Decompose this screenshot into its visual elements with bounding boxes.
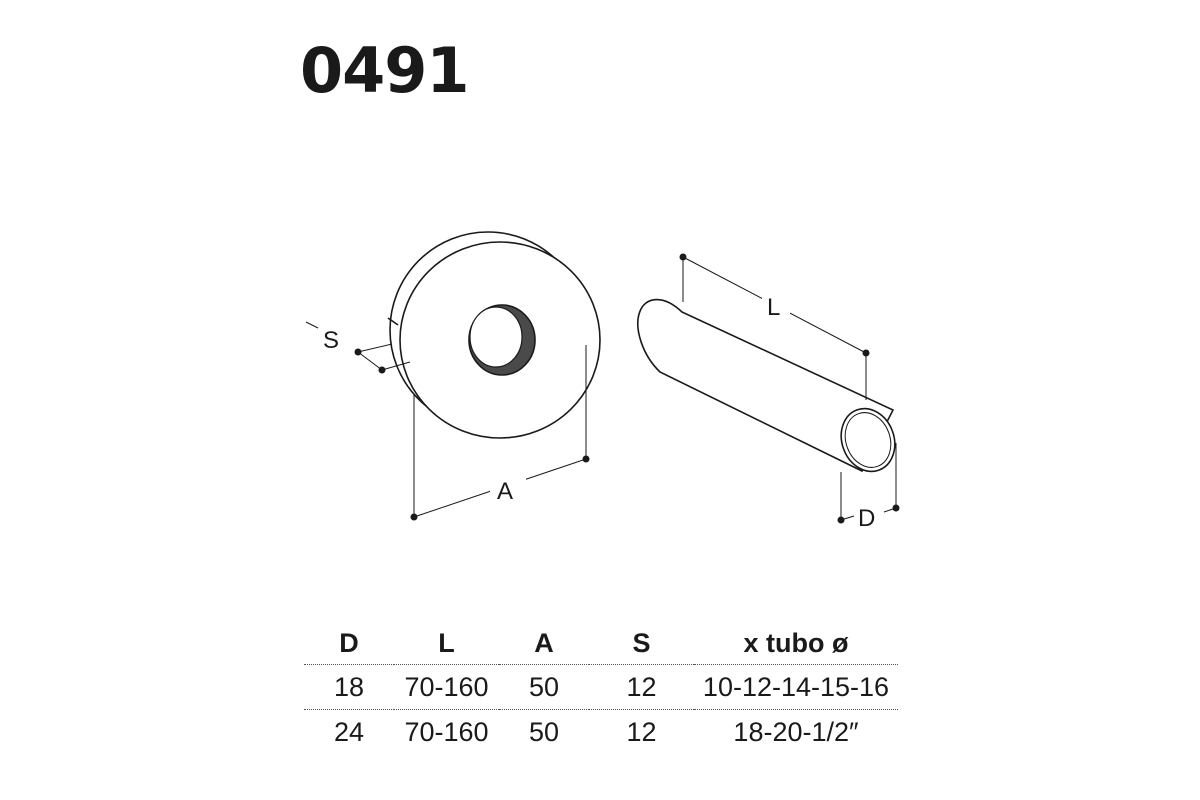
header-tube-diameter: x tubo ø <box>694 622 898 665</box>
cell-l: 70-160 <box>404 716 489 747</box>
table-row: 18 70-160 50 12 10-12-14-15-16 <box>304 664 898 710</box>
product-code-title: 0491 <box>300 34 470 107</box>
cell-s: 12 <box>589 664 694 710</box>
cell-s: 12 <box>626 716 657 747</box>
cell-a: 50 <box>528 716 560 747</box>
cell-tube-diameter: 10-12-14-15-16 <box>694 664 898 710</box>
table-row: 24 70-160 50 12 18-20-1/2″ <box>304 710 898 755</box>
spec-table: D L A S x tubo ø 18 70-160 50 12 10-12-1… <box>304 622 898 754</box>
dimension-a <box>410 345 590 521</box>
table-header-row: D L A S x tubo ø <box>304 622 898 665</box>
dimension-a-label: A <box>497 478 513 505</box>
dimension-s-label: S <box>323 327 339 354</box>
header-a: A <box>499 622 589 665</box>
header-l: L <box>394 622 499 665</box>
tube <box>637 298 896 473</box>
dimension-d <box>837 443 900 524</box>
dimension-l-label: L <box>767 294 780 321</box>
rosette-hole <box>468 304 536 376</box>
cell-d: 18 <box>304 664 394 710</box>
dimension-d-label: D <box>858 505 875 532</box>
cell-d: 24 <box>333 716 365 747</box>
cell-l: 70-160 <box>394 664 499 710</box>
header-d: D <box>304 622 394 665</box>
cell-a: 50 <box>499 664 589 710</box>
dimension-s <box>305 321 411 374</box>
header-s: S <box>589 622 694 665</box>
cell-tube-diameter: 18-20-1/2″ <box>733 716 859 747</box>
